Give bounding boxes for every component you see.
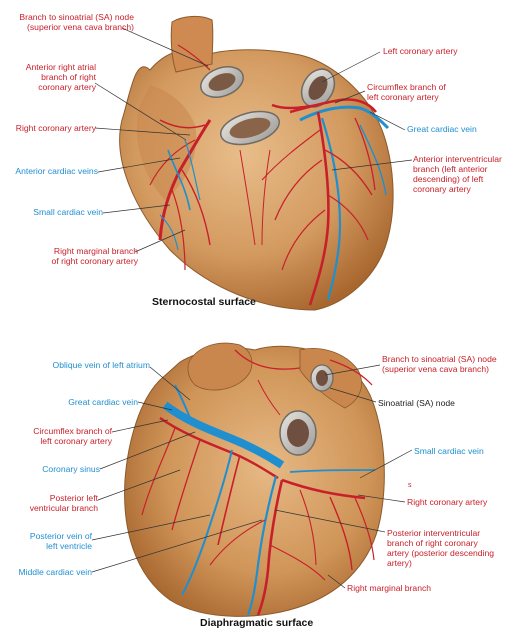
label-anterior-cardiac-veins: Anterior cardiac veins: [15, 166, 98, 176]
label-great-cardiac-vein-bottom: Great cardiac vein: [68, 397, 138, 407]
label-posterior-left-ventricular-branch: Posterior left ventricular branch: [29, 493, 98, 513]
bottom-leader-lines: [91, 364, 413, 589]
label-small-cardiac-vein-top: Small cardiac vein: [33, 207, 103, 217]
label-anterior-right-atrial-branch: Anterior right atrial branch of right co…: [25, 62, 96, 92]
label-posterior-vein-left-ventricle: Posterior vein of left ventricle: [29, 531, 92, 551]
label-great-cardiac-vein-top: Great cardiac vein: [407, 124, 477, 134]
heart-sternocostal: [119, 15, 394, 311]
label-right-marginal-branch-top: Right marginal branch of right coronary …: [51, 246, 138, 266]
label-sa-branch-top: Branch to sinoatrial (SA) node (superior…: [19, 12, 134, 32]
label-left-coronary-artery: Left coronary artery: [383, 46, 458, 56]
top-leader-lines: [94, 27, 413, 253]
label-right-marginal-branch-bottom: Right marginal branch: [347, 583, 432, 593]
label-small-cardiac-vein-bottom: Small cardiac vein: [414, 446, 484, 456]
label-posterior-interventricular-branch: Posterior interventricular branch of rig…: [387, 528, 494, 568]
label-circumflex-branch-bottom: Circumflex branch of left coronary arter…: [33, 426, 112, 446]
label-sa-node: Sinoatrial (SA) node: [378, 398, 455, 408]
mark-s: s: [408, 482, 412, 489]
label-coronary-sinus: Coronary sinus: [42, 464, 100, 474]
caption-diaphragmatic: Diaphragmatic surface: [200, 617, 314, 629]
label-oblique-vein: Oblique vein of left atrium: [52, 360, 150, 370]
heart-diaphragmatic: [124, 342, 385, 617]
caption-sternocostal: Sternocostal surface: [152, 296, 256, 308]
label-middle-cardiac-vein: Middle cardiac vein: [18, 567, 92, 577]
label-right-coronary-artery-bottom: Right coronary artery: [407, 497, 488, 507]
label-circumflex-branch-top: Circumflex branch of left coronary arter…: [367, 82, 446, 102]
label-right-coronary-artery-top: Right coronary artery: [15, 123, 96, 133]
label-sa-branch-bottom: Branch to sinoatrial (SA) node (superior…: [382, 354, 497, 374]
label-anterior-interventricular-branch: Anterior interventricular branch (left a…: [413, 154, 502, 194]
